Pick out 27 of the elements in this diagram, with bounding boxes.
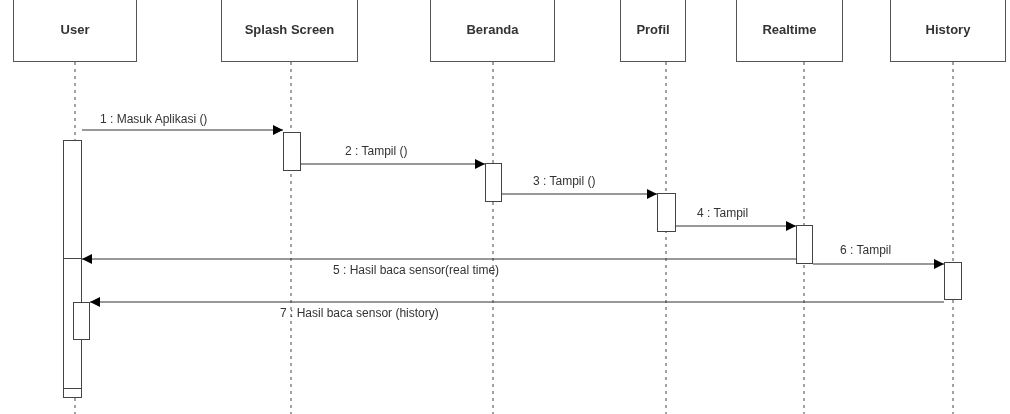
edge-label: 1 : Masuk Aplikasi () [100,111,208,127]
activation-bar [73,302,90,340]
lifeline-head: User [13,0,137,62]
activation-bar [657,193,676,232]
edge-label: 2 : Tampil () [345,143,408,159]
edge-label: 3 : Tampil () [533,173,596,189]
activation-bar [63,140,82,398]
edge-label: 4 : Tampil [697,205,749,221]
lifeline-head: History [890,0,1006,62]
activation-bar [283,132,301,171]
message-arrow [675,221,797,231]
lifeline-head: Profil [620,0,686,62]
activation-bar [944,262,962,300]
message-arrow [89,297,945,307]
edge-label: 7 : Hasil baca sensor (history) [280,305,439,321]
activation-bar [796,225,813,264]
message-arrow [812,259,945,269]
lifeline-head: Realtime [736,0,843,62]
message-arrow [300,159,486,169]
lifeline-head: Splash Screen [221,0,358,62]
lifeline-head: Beranda [430,0,555,62]
activation-bar [485,163,502,202]
message-arrow [501,189,658,199]
message-arrow [81,254,797,264]
message-arrow [81,125,284,135]
edge-label: 6 : Tampil [840,242,892,258]
edge-label: 5 : Hasil baca sensor(real time) [333,262,500,278]
